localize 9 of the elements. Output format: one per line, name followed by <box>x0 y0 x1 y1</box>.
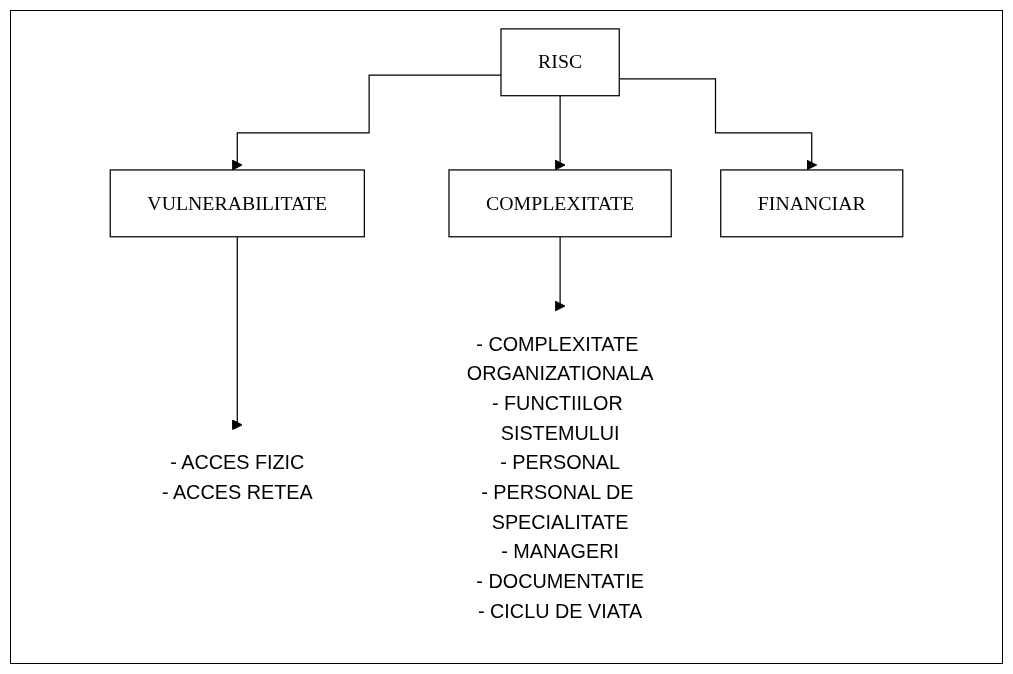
arrow <box>554 95 566 171</box>
node-box: VULNERABILITATE <box>109 169 365 238</box>
node-box: COMPLEXITATE <box>448 169 672 238</box>
node-text: - ACCES FIZIC - ACCES RETEA <box>161 452 313 503</box>
node-box: RISC <box>500 28 620 97</box>
arrow <box>554 236 566 312</box>
arrow <box>231 236 243 431</box>
node-box: FINANCIAR <box>720 169 904 238</box>
node-text: - COMPLEXITATE ORGANIZATIONALA - FUNCTIILOR SISTEMULUI - PERSONAL - PERSONAL DE SPECIALITATE - MANAGERI - DOCUMENTATIE - CICLU DE VIATA <box>466 333 654 622</box>
